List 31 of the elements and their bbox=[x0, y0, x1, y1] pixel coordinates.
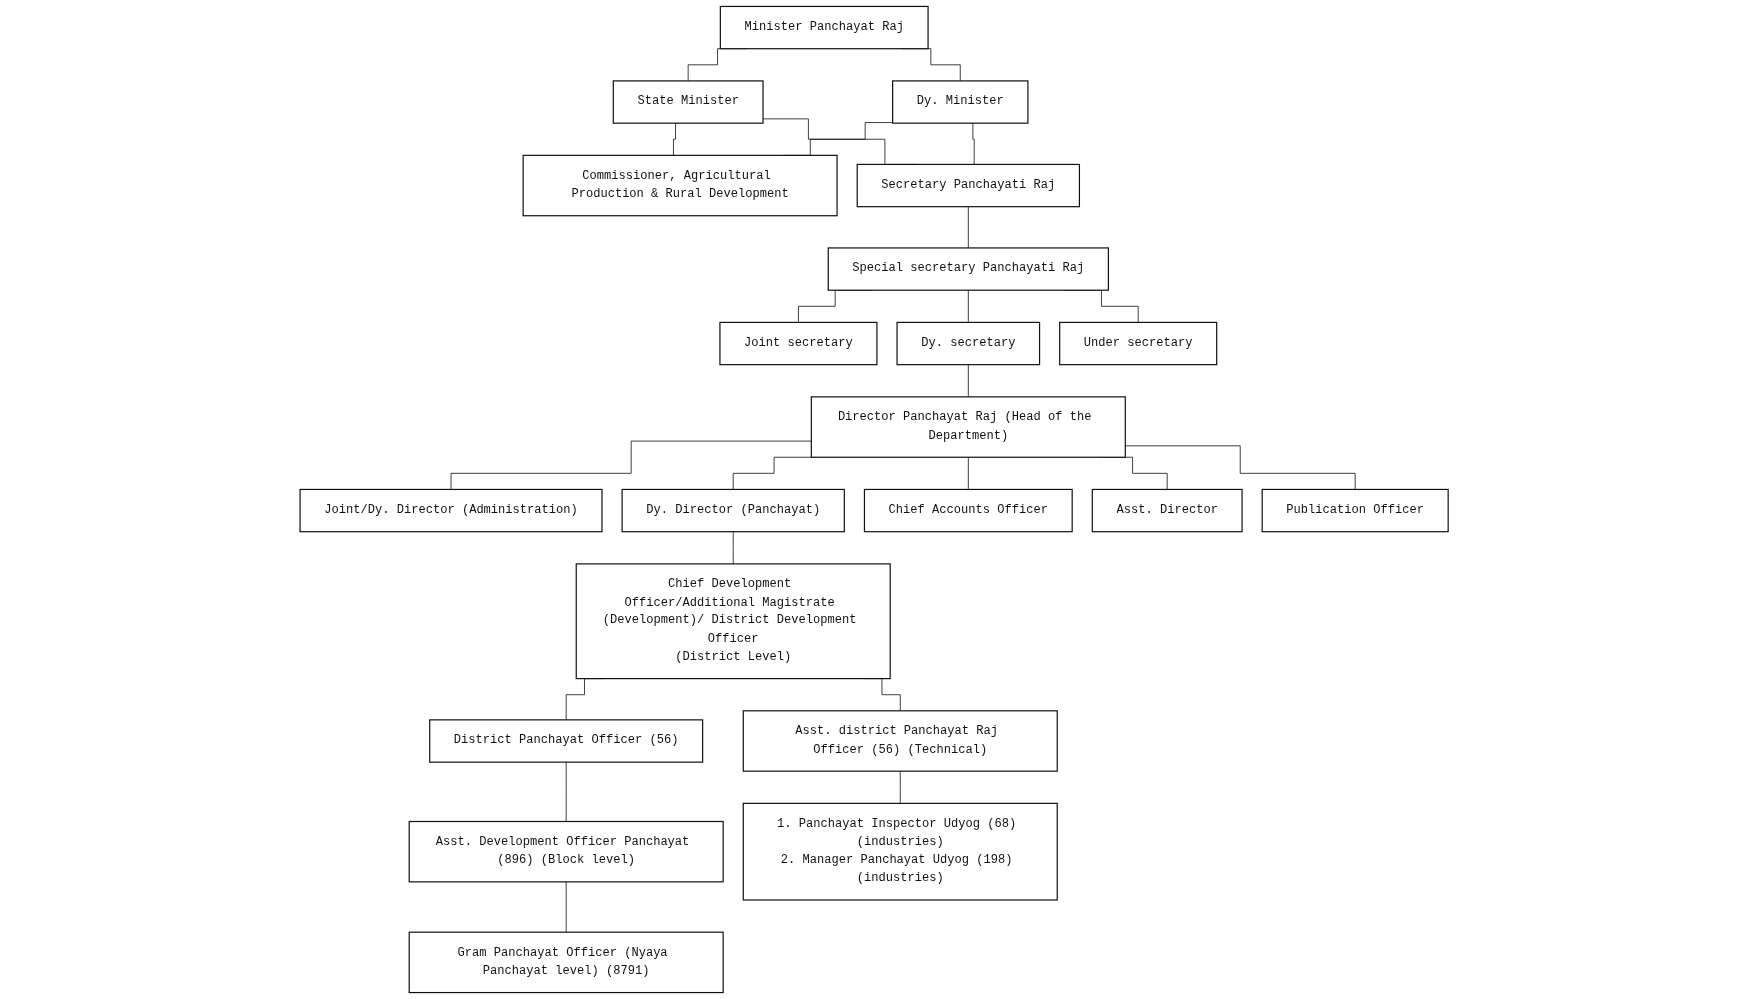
connector bbox=[968, 364, 970, 398]
node-box: Chief Development Officer/Additional Magistrate (Development)/ District Development Officer (District Level) bbox=[576, 563, 892, 680]
connector bbox=[900, 770, 902, 804]
node-box: Asst. Director bbox=[1092, 488, 1244, 533]
connector bbox=[968, 456, 970, 490]
node-box: Asst. Development Officer Panchayat (896) (Block level) bbox=[409, 820, 725, 883]
node-box: Gram Panchayat Officer (Nyaya Panchayat level) (8791) bbox=[409, 931, 725, 994]
connector bbox=[733, 531, 734, 565]
node-box: Director Panchayat Raj (Head of the Department) bbox=[811, 396, 1127, 458]
node-box: District Panchayat Officer (56) bbox=[429, 719, 704, 763]
connector bbox=[566, 881, 567, 933]
connector bbox=[1125, 445, 1356, 490]
node-box: Joint/Dy. Director (Administration) bbox=[299, 488, 603, 533]
node-box: Commissioner, Agricultural Production & Rural Development bbox=[522, 154, 839, 217]
connector bbox=[968, 289, 970, 323]
connector bbox=[566, 761, 567, 822]
node-box: Under secretary bbox=[1059, 321, 1218, 366]
node-box: Publication Officer bbox=[1261, 488, 1450, 533]
connector bbox=[968, 206, 970, 249]
node-box: 1. Panchayat Inspector Udyog (68) (industries) 2. Manager Panchayat Udyog (198) (industries) bbox=[743, 802, 1059, 901]
node-box: Dy. Director (Panchayat) bbox=[621, 488, 846, 533]
node-box: Special secretary Panchayati Raj bbox=[828, 247, 1110, 291]
node-box: State Minister bbox=[613, 80, 765, 124]
node-box: Secretary Panchayati Raj bbox=[857, 163, 1081, 208]
connector bbox=[969, 122, 975, 165]
node-box: Chief Accounts Officer bbox=[864, 488, 1074, 533]
node-box: Asst. district Panchayat Raj Officer (56) (Technical) bbox=[743, 710, 1059, 772]
node-box: Dy. Minister bbox=[892, 80, 1029, 124]
node-box: Joint secretary bbox=[719, 321, 878, 366]
node-box: Dy. secretary bbox=[896, 321, 1041, 366]
node-box: Minister Panchayat Raj bbox=[720, 5, 930, 50]
